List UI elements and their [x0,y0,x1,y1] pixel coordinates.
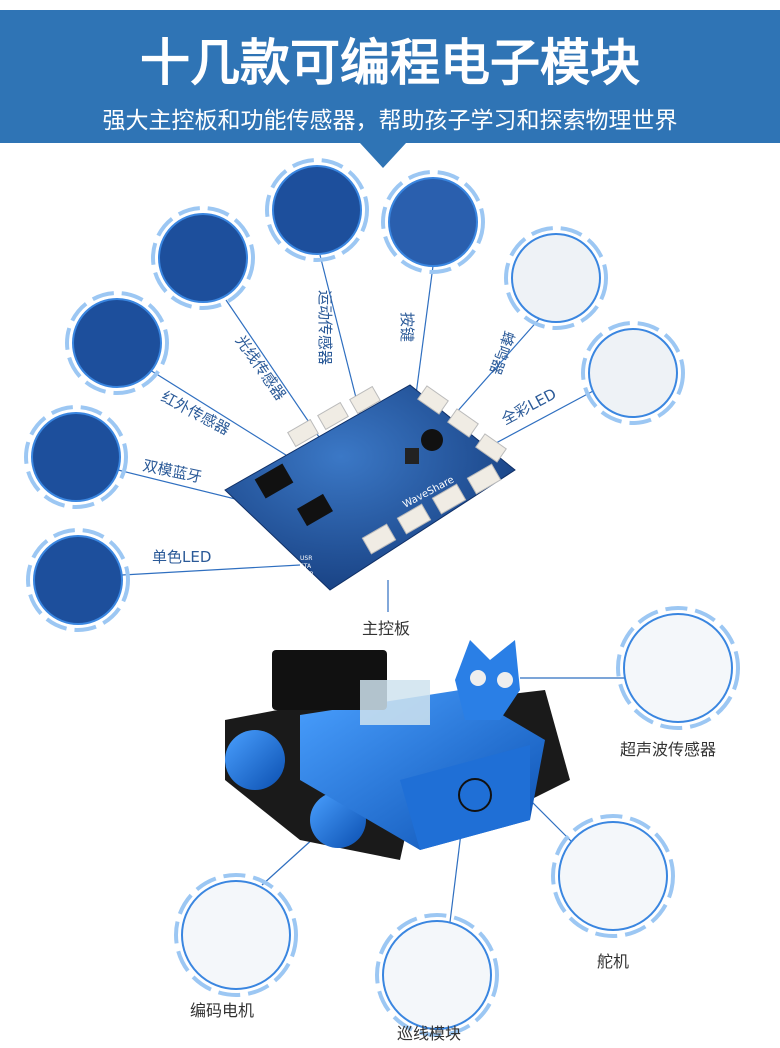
callout-circle-ultrasonic [616,606,740,730]
label-encoder-motor: 编码电机 [190,1001,254,1020]
callout-circle-line-tracking [375,913,499,1037]
label-rgb-led: 全彩LED [498,385,559,429]
label-motion-sensor: 运动传感器 [316,290,334,365]
callout-circle-rgb-led [581,321,685,425]
callout-circle-servo [551,814,675,938]
page-title: 十几款可编程电子模块 [140,34,640,92]
header-banner: 十几款可编程电子模块 强大主控板和功能传感器，帮助孩子学习和探索物理世界 [0,10,780,168]
callout-circle-mono-led [26,528,130,632]
board-led-label: PWR [300,571,314,578]
label-ultrasonic: 超声波传感器 [620,740,716,759]
callout-circle-light-sensor [151,206,255,310]
callout-circle-buzzer [504,226,608,330]
callout-circle-motion-sensor [265,158,369,262]
label-mono-led: 单色LED [152,548,211,566]
board-led-label: STA [300,563,312,570]
label-light-sensor: 光线传感器 [232,332,290,404]
callout-circle-encoder-motor [174,873,298,997]
callout-circle-button [381,170,485,274]
board-led-label: USR [300,555,312,562]
label-buzzer: 蜂鸣器 [486,329,518,377]
label-main-board: 主控板 [362,619,410,638]
page-subtitle: 强大主控板和功能传感器，帮助孩子学习和探索物理世界 [103,108,678,134]
callout-circle-ir-sensor [65,291,169,395]
label-bluetooth: 双模蓝牙 [141,456,203,486]
main-board: WaveShare USR STA PWR [224,384,516,591]
robot-car [225,640,570,860]
label-servo: 舵机 [597,952,629,971]
label-ir-sensor: 红外传感器 [158,388,233,439]
label-line-tracking: 巡线模块 [397,1024,461,1043]
callout-circle-bluetooth [24,405,128,509]
module-callouts [24,158,740,1037]
label-button: 按键 [398,312,416,342]
